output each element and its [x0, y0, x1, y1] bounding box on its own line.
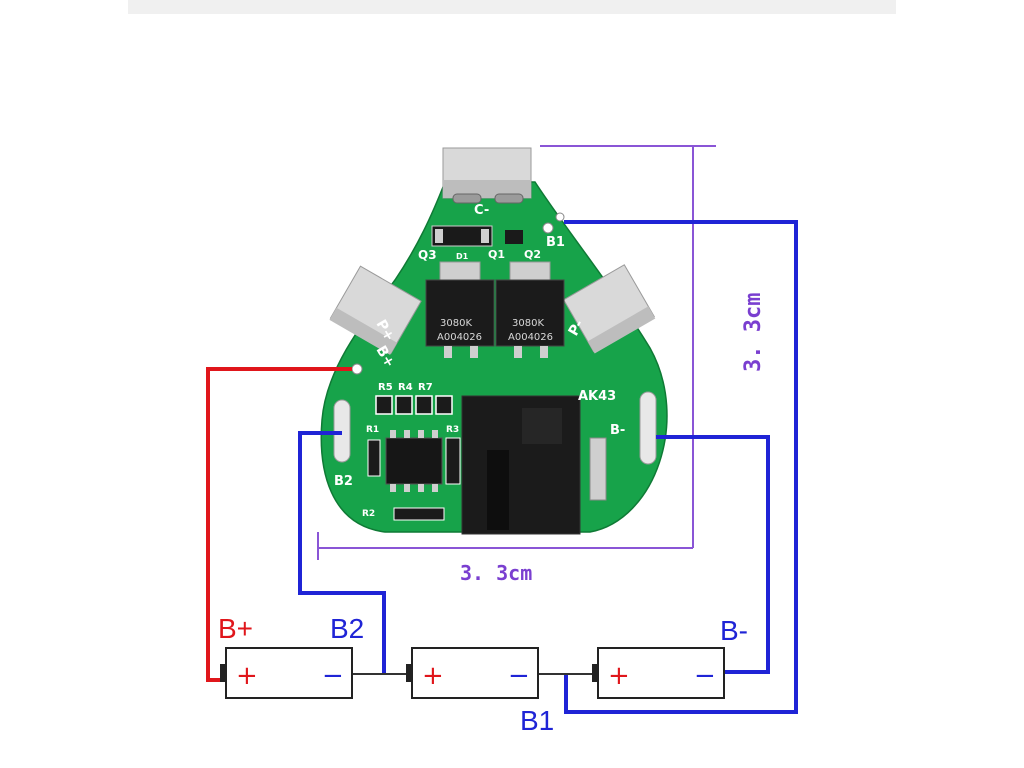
pcb-label-r4: R4 — [398, 382, 413, 393]
resistor-r3 — [445, 437, 461, 485]
battery-cell-3 — [592, 647, 725, 699]
pcb-label-p-minus: P- — [566, 317, 588, 339]
mosfet-2 — [495, 261, 565, 358]
width-dimension-label: 3. 3cm — [460, 561, 532, 585]
pcb-label-b1: B1 — [546, 235, 565, 250]
cell-2-minus: − — [508, 661, 530, 691]
capacitor — [367, 439, 381, 477]
pcb-label-q3: Q3 — [418, 248, 437, 262]
pad-b-minus — [639, 391, 657, 465]
wiring-label-b1: B1 — [520, 705, 554, 736]
tab-p-plus — [329, 265, 422, 355]
wire-b2 — [298, 431, 386, 674]
pcb-label-q2: Q2 — [524, 248, 541, 261]
mosfet-1-marking: 3080K — [440, 318, 472, 329]
battery-cell-1 — [220, 647, 353, 699]
charging-connector — [461, 395, 581, 535]
pad-b1 — [542, 222, 554, 234]
wiring-label-b-minus: B- — [720, 615, 748, 646]
fuse — [589, 437, 607, 501]
pcb-label-r1: R1 — [366, 425, 379, 435]
battery-cell-2 — [406, 647, 539, 699]
wiring-label-b-plus: B+ — [218, 613, 253, 644]
top-bar — [128, 0, 896, 14]
pcb-label-b2: B2 — [334, 474, 353, 489]
mosfet-2-lot: A004026 — [508, 332, 553, 343]
transistor-q1 — [505, 230, 523, 244]
mosfet-2-marking: 3080K — [512, 318, 544, 329]
dimension-height — [540, 145, 716, 548]
pcb-label-q1: Q1 — [488, 248, 505, 261]
dimension-width — [317, 532, 693, 560]
cell-1-minus: − — [322, 661, 344, 691]
pcb-label-r2: R2 — [362, 509, 375, 519]
tab-p-minus — [563, 264, 656, 354]
pad-b1-wire — [555, 212, 565, 222]
wire-b-plus — [206, 367, 352, 682]
wire-b-minus — [656, 435, 770, 674]
pcb-label-ak43: AK43 — [578, 389, 616, 404]
height-dimension-label: 3. 3cm — [741, 293, 766, 372]
pcb-label-c-minus: C- — [474, 203, 489, 218]
resistor-r2 — [393, 507, 445, 521]
cell-3-plus: + — [608, 661, 630, 691]
pcb-label-r3: R3 — [446, 425, 459, 435]
diode-d1 — [431, 225, 493, 247]
pcb-label-d1: D1 — [456, 252, 469, 261]
pcb-label-r5: R5 — [378, 382, 393, 393]
tab-c-minus — [442, 147, 532, 204]
pad-b-plus — [351, 363, 363, 375]
protection-ic — [385, 430, 443, 492]
cell-2-plus: + — [422, 661, 444, 691]
pcb-label-r7: R7 — [418, 382, 433, 393]
cell-3-minus: − — [694, 661, 716, 691]
resistor-array — [375, 395, 453, 415]
pcb-label-b-minus: B- — [610, 423, 625, 438]
mosfet-1 — [425, 261, 495, 358]
cell-1-plus: + — [236, 661, 258, 691]
wire-b1 — [564, 220, 798, 714]
wiring-label-b2: B2 — [330, 613, 364, 644]
mosfet-1-lot: A004026 — [437, 332, 482, 343]
